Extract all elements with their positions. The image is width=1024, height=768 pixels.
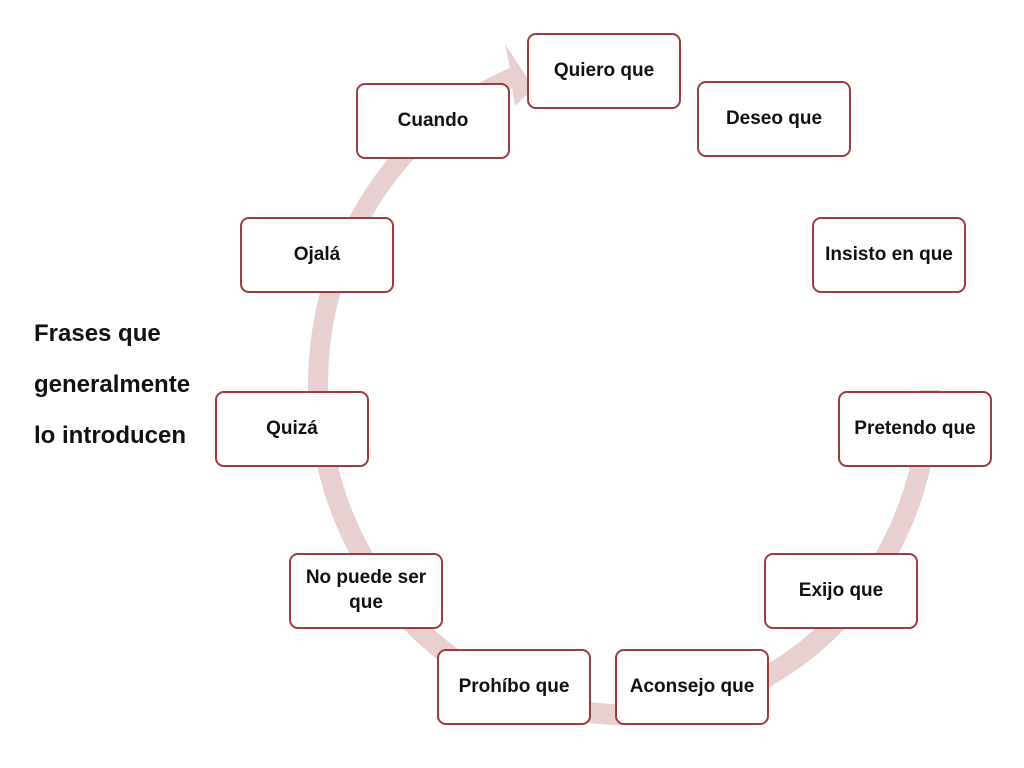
node-label: Prohíbo que xyxy=(458,675,570,697)
node-cuando: Cuando xyxy=(356,83,510,159)
node-label: Insisto en que xyxy=(825,243,953,265)
node-label: Exijo que xyxy=(798,579,884,601)
node-label: Quiero que xyxy=(553,59,655,81)
node-insisto-en-que: Insisto en que xyxy=(812,217,966,293)
node-label: Ojalá xyxy=(293,243,341,265)
node-exijo-que: Exijo que xyxy=(764,553,918,629)
node-label: Cuando xyxy=(397,109,469,131)
node-aconsejo-que: Aconsejo que xyxy=(615,649,769,725)
node-quiero-que: Quiero que xyxy=(527,33,681,109)
node-deseo-que: Deseo que xyxy=(697,81,851,157)
side-caption: Frases que generalmente lo introducen xyxy=(34,308,224,461)
node-no-puede-ser-que: No puede ser que xyxy=(289,553,443,629)
node-prohibo-que: Prohíbo que xyxy=(437,649,591,725)
node-pretendo-que: Pretendo que xyxy=(838,391,992,467)
node-label: Deseo que xyxy=(725,107,823,129)
side-caption-line: lo introducen xyxy=(34,422,186,449)
node-quiza: Quizá xyxy=(215,391,369,467)
node-label: No puede ser que xyxy=(305,567,427,613)
side-caption-line: Frases que xyxy=(34,320,161,347)
side-caption-line: generalmente xyxy=(34,371,191,398)
node-ojala: Ojalá xyxy=(240,217,394,293)
node-label: Aconsejo que xyxy=(629,675,755,697)
node-label: Quizá xyxy=(266,417,318,439)
node-label: Pretendo que xyxy=(854,417,976,439)
